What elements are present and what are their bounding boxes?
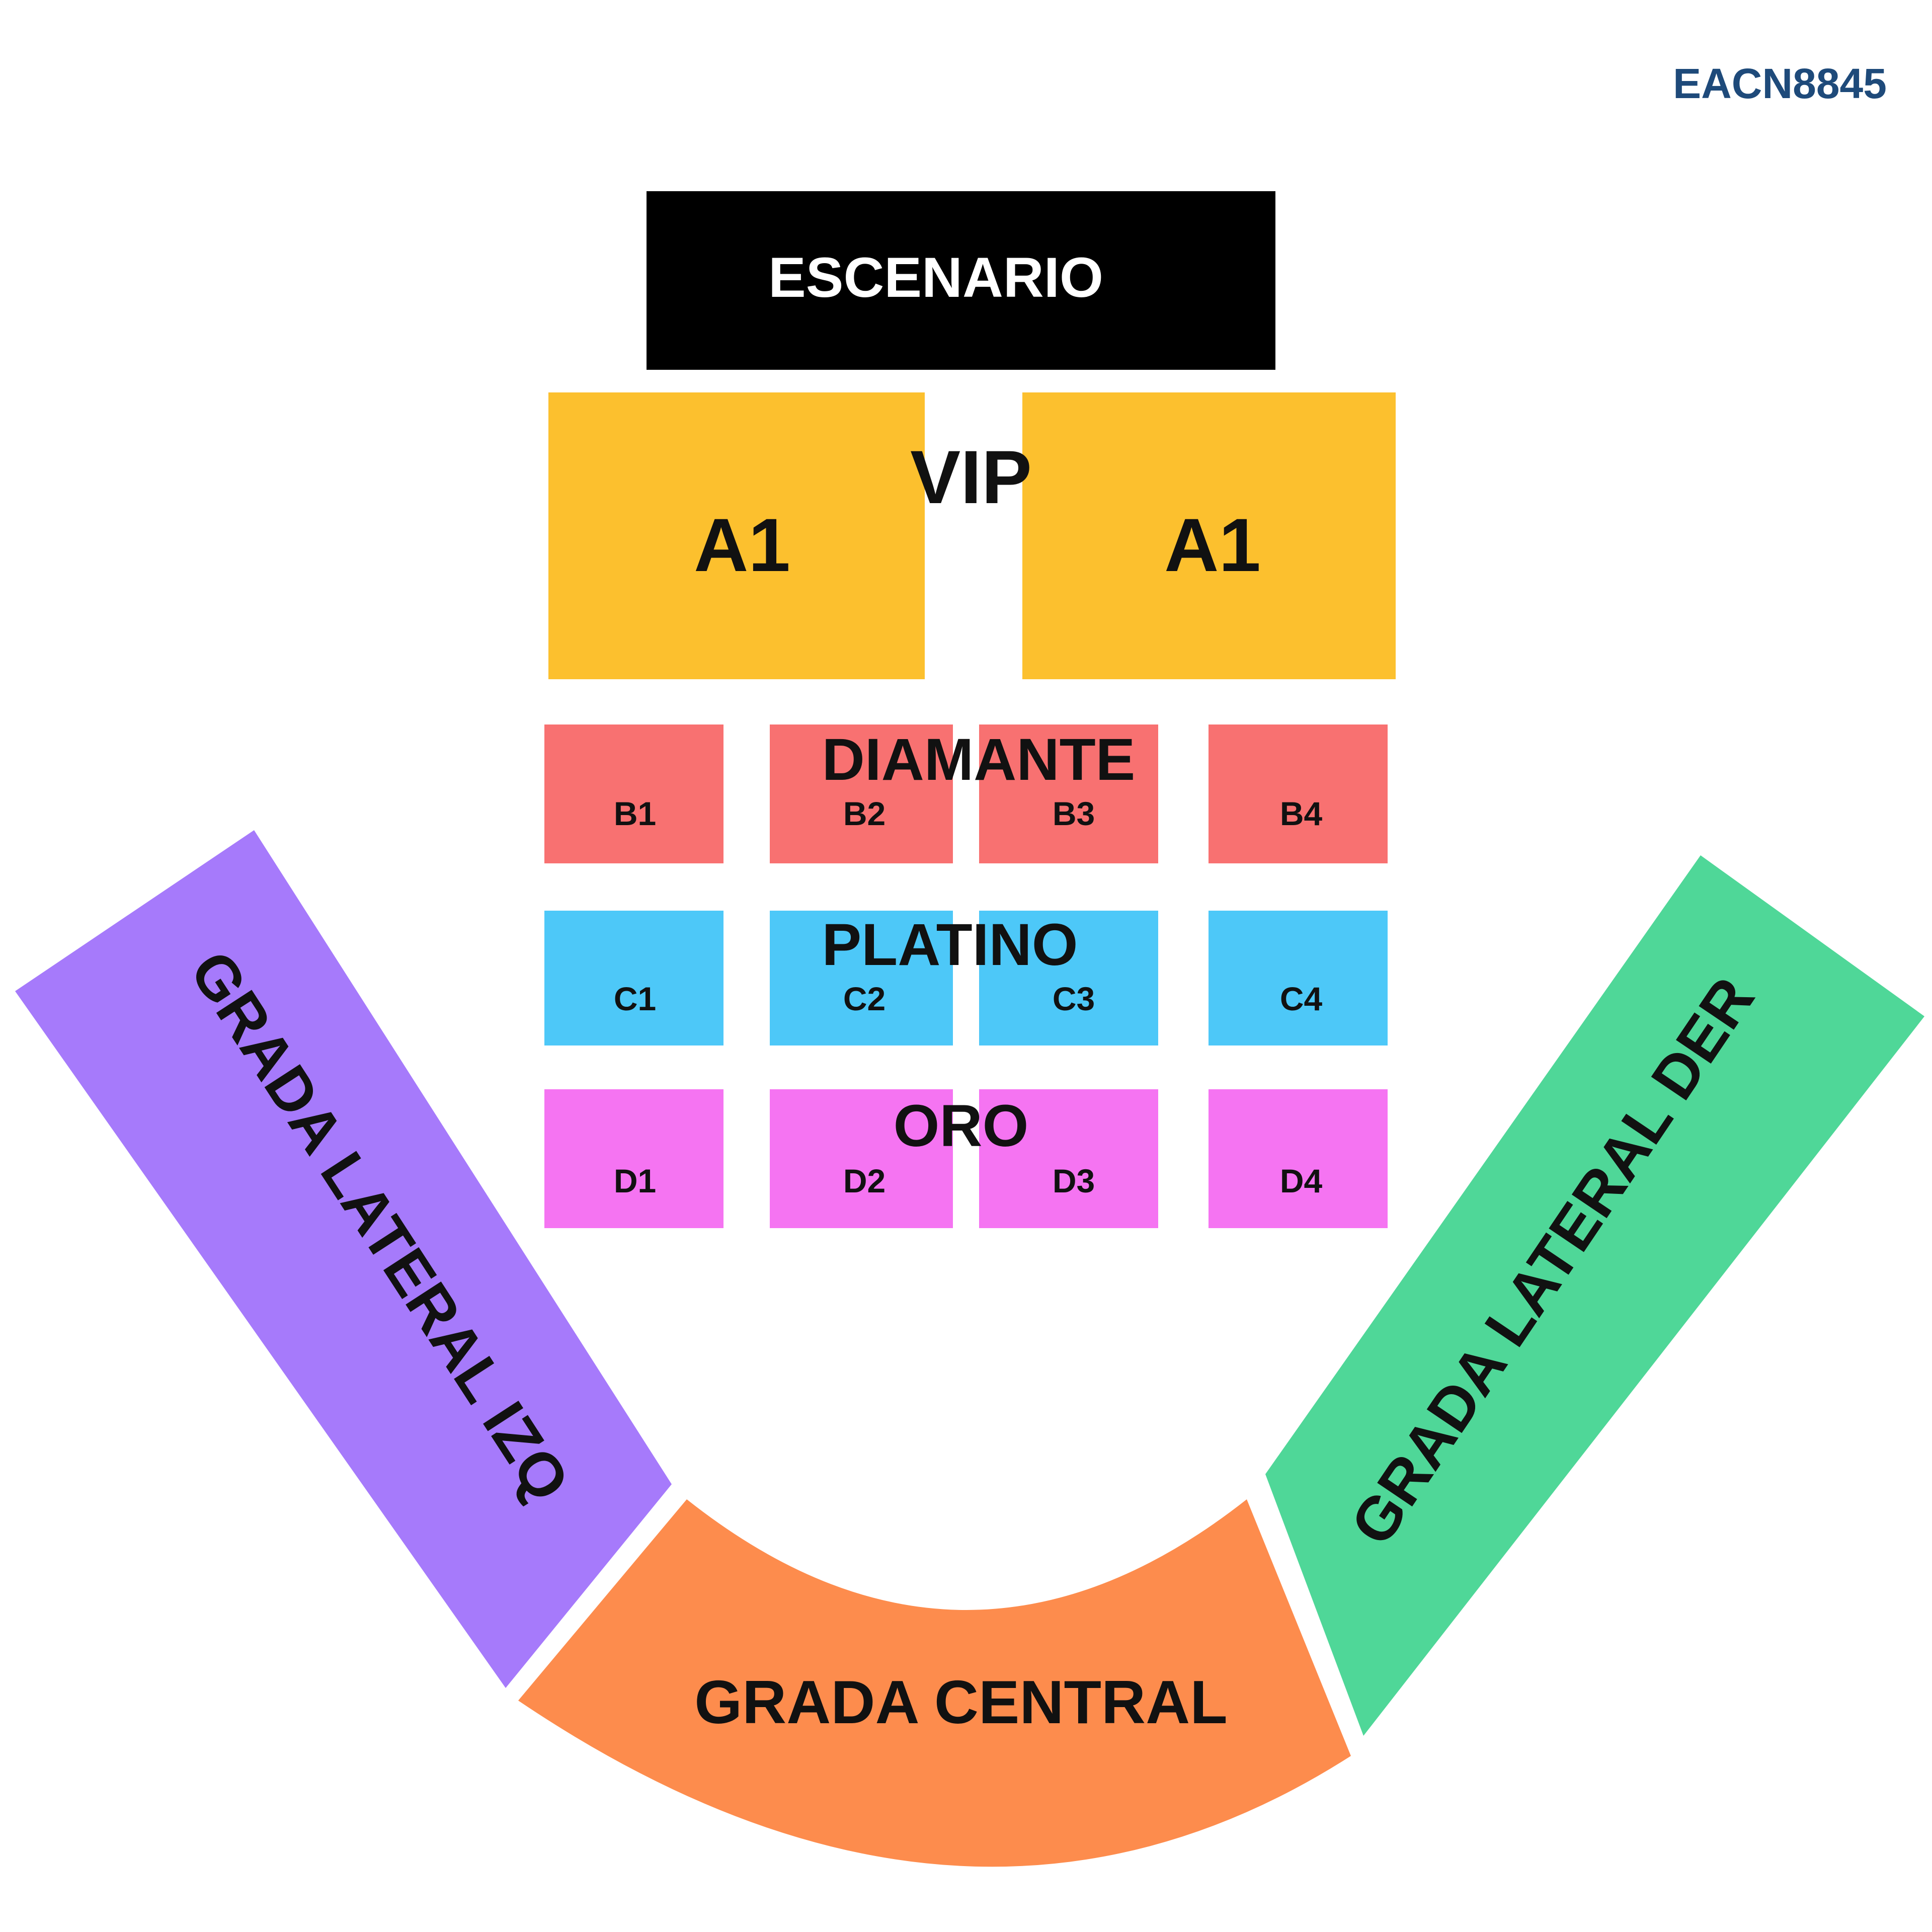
stand-lateral-right[interactable] — [1265, 855, 1924, 1736]
section-d3[interactable] — [979, 1089, 1158, 1228]
section-d1[interactable] — [544, 1089, 723, 1228]
section-label-d2: D2 — [843, 1162, 886, 1199]
zone-label-oro: ORO — [894, 1093, 1029, 1159]
event-code: EACN8845 — [1673, 60, 1887, 107]
section-b1[interactable] — [544, 725, 723, 863]
section-label-a1-right: A1 — [1164, 503, 1261, 587]
section-label-c3: C3 — [1053, 980, 1095, 1017]
section-d4[interactable] — [1209, 1089, 1388, 1228]
stage — [647, 191, 1275, 370]
section-a1-left[interactable] — [548, 392, 925, 679]
section-label-c2: C2 — [843, 980, 886, 1017]
section-label-c4: C4 — [1280, 980, 1323, 1017]
section-label-b4: B4 — [1280, 795, 1323, 832]
stand-lateral-left[interactable] — [15, 830, 672, 1688]
zone-label-diamante: DIAMANTE — [822, 727, 1136, 793]
section-a1-right[interactable] — [1022, 392, 1396, 679]
section-label-c1: C1 — [614, 980, 656, 1017]
section-b3[interactable] — [979, 725, 1158, 863]
section-c1[interactable] — [544, 911, 723, 1045]
section-label-b3: B3 — [1053, 795, 1095, 832]
section-d2[interactable] — [770, 1089, 953, 1228]
section-label-d3: D3 — [1053, 1162, 1095, 1199]
stand-central[interactable] — [518, 1499, 1351, 1867]
section-label-d4: D4 — [1280, 1162, 1323, 1199]
section-b2[interactable] — [770, 725, 953, 863]
stage-label: ESCENARIO — [768, 246, 1103, 309]
section-label-b1: B1 — [614, 795, 656, 832]
section-c4[interactable] — [1209, 911, 1388, 1045]
section-b4[interactable] — [1209, 725, 1388, 863]
section-label-b2: B2 — [843, 795, 886, 832]
zone-label-vip: VIP — [910, 435, 1032, 519]
zone-label-platino: PLATINO — [822, 912, 1078, 978]
section-label-a1-left: A1 — [694, 503, 790, 587]
stand-label-central: GRADA CENTRAL — [694, 1668, 1228, 1736]
section-c3[interactable] — [979, 911, 1158, 1045]
section-label-d1: D1 — [614, 1162, 656, 1199]
section-c2[interactable] — [770, 911, 953, 1045]
